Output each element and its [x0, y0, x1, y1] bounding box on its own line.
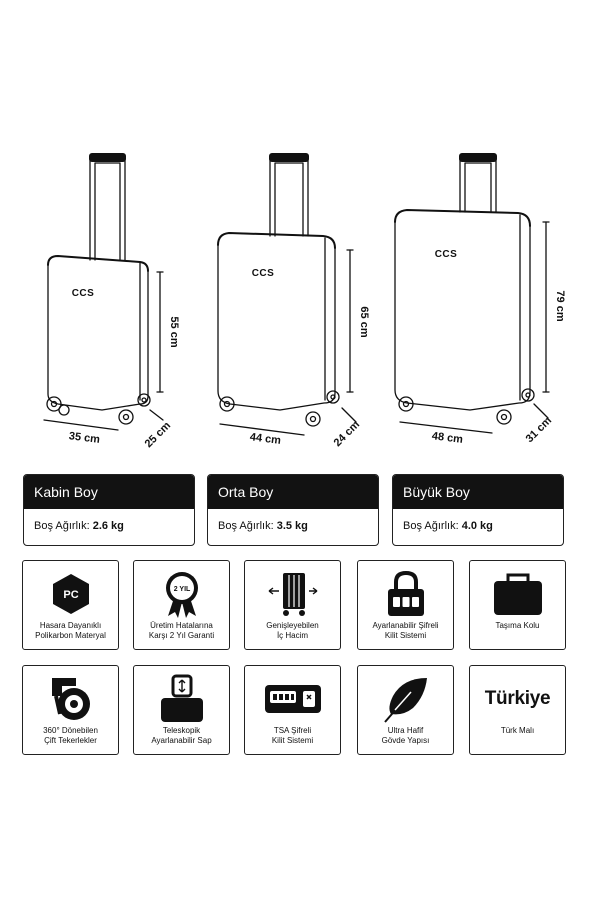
medium-telescopic-handle [269, 153, 309, 237]
cabin-width-label: 35 cm [68, 430, 101, 446]
size-card-weight: Boş Ağırlık: 3.5 kg [208, 509, 378, 544]
feature-caption-line2: Ayarlanabilir Sap [151, 736, 212, 745]
feature-caption-line1: Üretim Hatalarına [150, 621, 213, 630]
feature-caption-line1: Teleskopik [162, 726, 201, 735]
turkiye-text-icon: Türkiye [484, 688, 551, 709]
feature-caption-line2: İç Hacim [276, 631, 309, 640]
weight-value: 2.6 kg [92, 520, 124, 532]
feature-caption-line1: Genişleyebilen [266, 621, 319, 630]
feature-tile-carry-handle: Taşıma Kolu [469, 560, 566, 650]
feature-caption-line2: Gövde Yapısı [381, 736, 430, 745]
feature-caption-line1: TSA Şifreli [273, 726, 312, 735]
large-width-label: 48 cm [431, 430, 464, 446]
medium-suitcase [217, 153, 357, 436]
feature-caption-line1: 360° Dönebilen [43, 726, 98, 735]
feature-caption-line2: Polikarbon Materyal [35, 631, 106, 640]
cabin-logo: CCS [72, 288, 95, 299]
large-depth-label: 31 cm [524, 414, 555, 445]
pc-hexagon-icon: PC [52, 574, 89, 614]
weight-value: 4.0 kg [461, 520, 493, 532]
spinner-wheel-icon [51, 678, 90, 720]
size-card-weight: Boş Ağırlık: 2.6 kg [24, 509, 194, 544]
warranty-ribbon-icon: 2 YIL [165, 572, 198, 618]
feather-icon [383, 678, 427, 723]
weight-label: Boş Ağırlık: [403, 520, 459, 532]
feature-caption-line1: Taşıma Kolu [495, 621, 540, 630]
tsa-lock-icon [264, 685, 321, 713]
size-card-title: Büyük Boy [393, 475, 563, 509]
feature-caption-line1: Ayarlanabilir Şifreli [372, 621, 439, 630]
carry-handle-icon [493, 573, 542, 615]
suitcase-size-illustration: CCS CCS CCS 55 cm 35 cm 25 cm 65 cm 44 c… [43, 153, 566, 450]
warranty-badge-text: 2 YIL [173, 586, 190, 593]
medium-height-label: 65 cm [358, 306, 370, 337]
large-suitcase [394, 153, 550, 434]
feature-caption-line1: Türk Malı [500, 726, 535, 735]
feature-caption-line2: Kilit Sistemi [384, 631, 427, 640]
size-card-title: Kabin Boy [24, 475, 194, 509]
weight-value: 3.5 kg [276, 520, 308, 532]
large-body [394, 209, 531, 411]
medium-body [217, 232, 336, 411]
cabin-body [47, 255, 149, 411]
size-card-kabin: Kabin Boy Boş Ağırlık: 2.6 kg [23, 474, 195, 546]
weight-label: Boş Ağırlık: [218, 520, 274, 532]
combination-lock-icon [387, 570, 424, 616]
feature-tile-made-in-turkey: Türkiye Türk Malı [469, 665, 566, 755]
cabin-depth-label: 25 cm [143, 419, 174, 450]
medium-logo: CCS [252, 268, 275, 279]
telescopic-handle-icon [160, 674, 203, 722]
medium-width-label: 44 cm [249, 431, 282, 447]
medium-depth-label: 24 cm [332, 418, 363, 449]
feature-caption-line2: Çift Tekerlekler [44, 736, 97, 745]
large-logo: CCS [435, 249, 458, 260]
expandable-suitcase-icon [268, 573, 317, 616]
size-card-weight: Boş Ağırlık: 4.0 kg [393, 509, 563, 544]
size-card-buyuk: Büyük Boy Boş Ağırlık: 4.0 kg [392, 474, 564, 546]
large-height-label: 79 cm [554, 290, 566, 321]
pc-badge-text: PC [63, 589, 78, 601]
feature-caption-line2: Kilit Sistemi [271, 736, 314, 745]
cabin-suitcase [43, 153, 164, 431]
size-card-title: Orta Boy [208, 475, 378, 509]
feature-caption-line1: Ultra Hafif [387, 726, 424, 735]
cabin-height-label: 55 cm [168, 316, 180, 347]
feature-caption-line1: Hasara Dayanıklı [39, 621, 102, 630]
weight-label: Boş Ağırlık: [34, 520, 90, 532]
feature-caption-line2: Karşı 2 Yıl Garanti [148, 631, 215, 640]
size-card-orta: Orta Boy Boş Ağırlık: 3.5 kg [207, 474, 379, 546]
